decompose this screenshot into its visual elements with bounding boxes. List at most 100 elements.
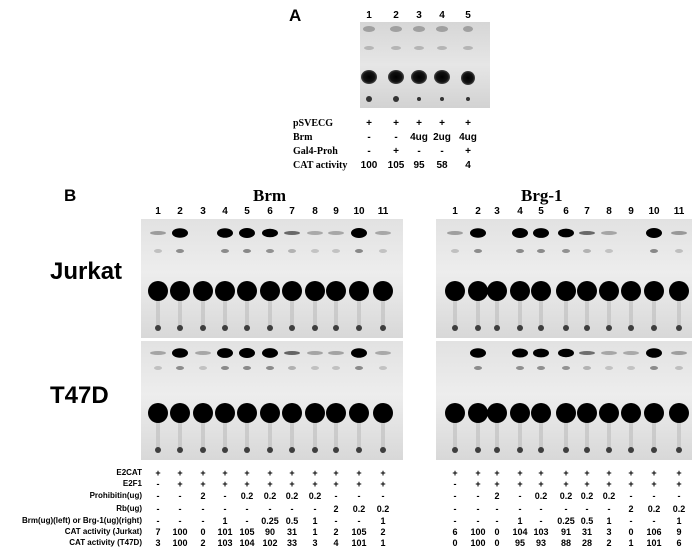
cell: + (628, 468, 634, 478)
cell: 0 (452, 538, 458, 548)
cell: 0.2 (240, 491, 254, 501)
lane-number: 4 (517, 206, 523, 217)
lane (599, 351, 619, 453)
row-label: Prohibitin(ug) (89, 491, 142, 500)
row-label: CAT activity (Jurkat) (64, 527, 142, 536)
cell: 1 (380, 538, 386, 548)
cell: - (201, 516, 205, 526)
cell: - (178, 516, 182, 526)
cell: 0 (628, 527, 634, 537)
lane-number: 3 (494, 206, 500, 217)
cell: 100 (470, 527, 486, 537)
cell: + (494, 479, 500, 489)
row-label: CAT activity (293, 160, 348, 171)
cell: 0.25 (557, 516, 575, 526)
brg1-title: Brg-1 (521, 186, 563, 205)
lane (531, 228, 551, 331)
cell: 2 (200, 538, 206, 548)
cell: 6 (676, 538, 682, 548)
lane-number: 3 (200, 206, 206, 217)
cell: 0.2 (534, 491, 548, 501)
lane-number: 2 (475, 206, 481, 217)
cell: 0.2 (308, 491, 322, 501)
panel-a-tlc-blot (360, 22, 490, 108)
cell: + (244, 479, 250, 489)
cell: 104 (239, 538, 255, 548)
cell: 101 (351, 538, 367, 548)
cell: - (539, 504, 543, 514)
row-label: Gal4-Proh (293, 146, 338, 157)
lane-number: 7 (289, 206, 295, 217)
cell: - (156, 491, 160, 501)
cell: + (606, 479, 612, 489)
lane-number: 10 (353, 206, 365, 217)
cell: - (607, 504, 611, 514)
cell: 91 (560, 527, 572, 537)
cell: - (677, 491, 681, 501)
lane-number: 6 (267, 206, 273, 217)
cell: 2 (628, 504, 634, 514)
cell: - (453, 504, 457, 514)
cell: + (416, 118, 422, 129)
cell: + (676, 479, 682, 489)
cell: - (156, 479, 160, 489)
cell: 3 (606, 527, 612, 537)
lane (260, 348, 280, 453)
cell: - (367, 132, 371, 143)
cell: - (539, 516, 543, 526)
cell: + (200, 479, 206, 489)
cell: 0.2 (602, 491, 616, 501)
cell: - (495, 516, 499, 526)
cell: + (222, 479, 228, 489)
lane (510, 348, 530, 453)
cell: 103 (217, 538, 233, 548)
cell: + (312, 479, 318, 489)
cell: + (267, 479, 273, 489)
cell: + (177, 479, 183, 489)
cell: 103 (533, 527, 549, 537)
cell: + (606, 468, 612, 478)
cell: + (676, 468, 682, 478)
lane (373, 351, 393, 453)
row-label: E2CAT (116, 468, 142, 477)
cell: + (393, 118, 399, 129)
t47d-label: T47D (50, 382, 109, 409)
cell: 105 (387, 160, 405, 171)
cell: - (518, 491, 522, 501)
lane-number: 1 (155, 206, 161, 217)
cell: + (465, 146, 471, 157)
lane-number: 4 (222, 206, 228, 217)
brm-t47d-blot (141, 341, 403, 460)
cell: 4ug (459, 132, 477, 143)
lane (282, 351, 302, 453)
cell: 105 (351, 527, 367, 537)
lane (556, 228, 576, 331)
lane (193, 351, 213, 453)
cell: + (439, 118, 445, 129)
cell: 2 (494, 491, 500, 501)
row-label: CAT activity (T47D) (69, 538, 142, 547)
lane (326, 351, 346, 453)
cell: 93 (535, 538, 547, 548)
cell: 2 (333, 504, 339, 514)
cell: 0.25 (261, 516, 279, 526)
cell: 4ug (410, 132, 428, 143)
lane-number: 9 (333, 206, 339, 217)
cell: + (366, 118, 372, 129)
lane (445, 403, 465, 453)
lane (621, 281, 641, 331)
cell: + (651, 479, 657, 489)
cell: + (333, 479, 339, 489)
cell: 1 (606, 516, 612, 526)
cell: - (178, 504, 182, 514)
brm-jurkat-blot (141, 219, 403, 338)
cell: + (475, 468, 481, 478)
lane (193, 281, 213, 331)
cell: - (245, 504, 249, 514)
lane-number: 7 (584, 206, 590, 217)
lane (305, 351, 325, 453)
cell: 1 (312, 516, 318, 526)
cell: 1 (517, 516, 523, 526)
cell: 100 (172, 538, 188, 548)
brm-title: Brm (253, 186, 287, 205)
